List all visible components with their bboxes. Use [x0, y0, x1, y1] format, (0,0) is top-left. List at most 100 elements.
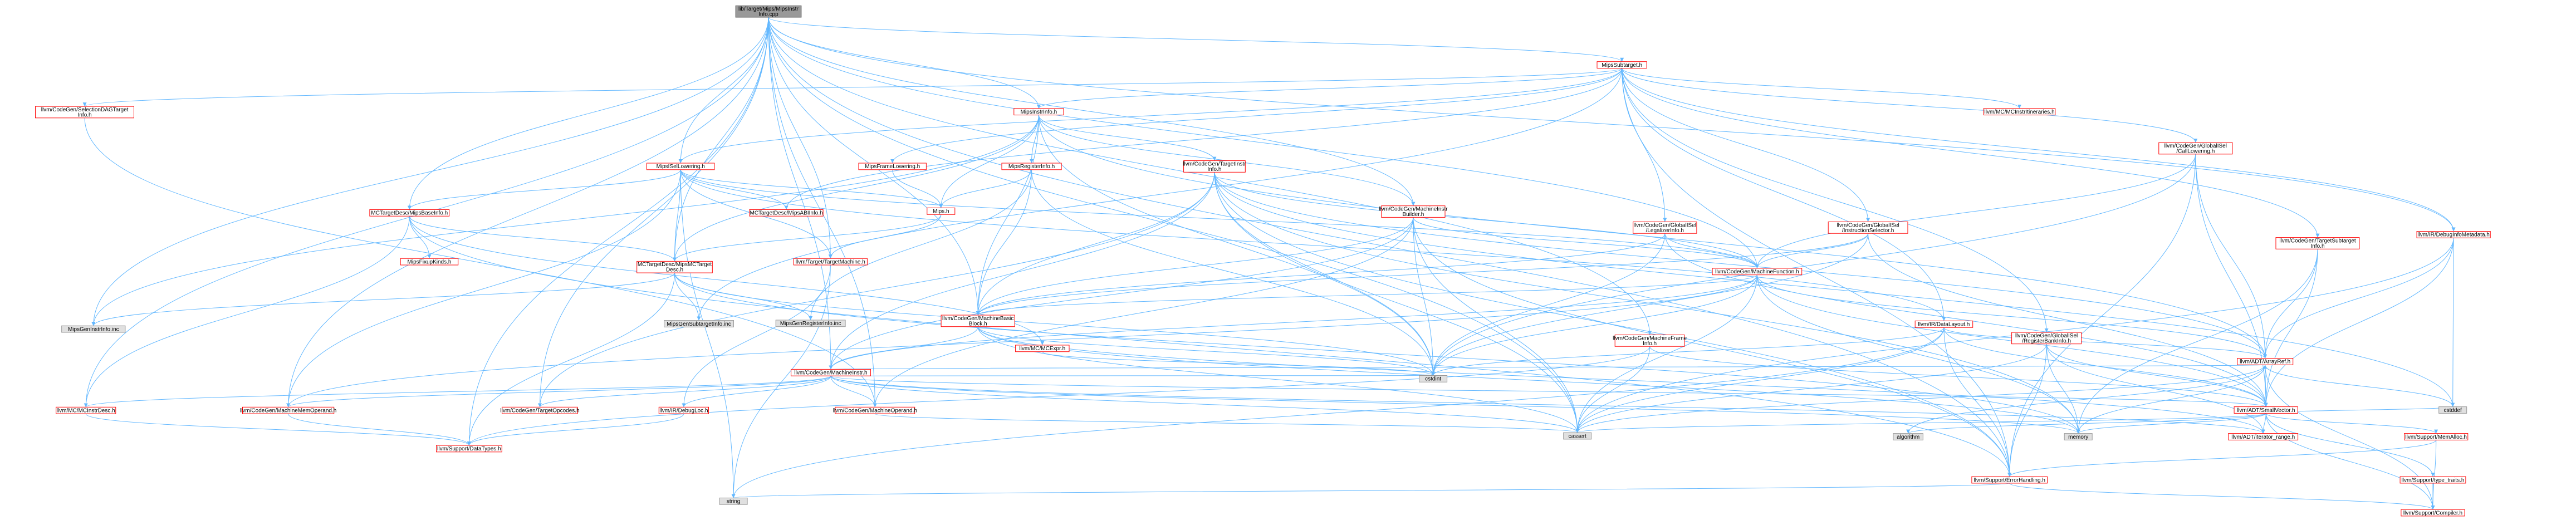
- node-mipsbaseinfo[interactable]: MCTargetDesc/MipsBaseInfo.h: [369, 209, 450, 217]
- edge-smallvector-to-iterrange: [2261, 413, 2266, 434]
- node-regbankinfo[interactable]: llvm/CodeGen/GlobalISel/RegisterBankInfo…: [2011, 332, 2082, 345]
- node-opcodes[interactable]: llvm/CodeGen/TargetOpcodes.h: [500, 406, 580, 414]
- node-string[interactable]: string: [719, 497, 748, 505]
- edge-targetmachine-to-string: [731, 264, 831, 498]
- edge-targetinstrinfo-to-machineinstr: [829, 172, 1215, 370]
- node-memory[interactable]: memory: [2064, 433, 2093, 440]
- node-root-label: lib/Target/Mips/MipsInstr: [738, 6, 799, 12]
- edge-subtarget-to-legalizerinfo: [1622, 68, 1667, 222]
- node-mcinstrdesc[interactable]: llvm/MC/MCInstrDesc.h: [56, 406, 116, 414]
- node-debugloc[interactable]: llvm/IR/DebugLoc.h: [658, 406, 709, 414]
- edge-regbankinfo-to-memory: [2046, 343, 2080, 434]
- node-genregisterinfo[interactable]: MipsGenRegisterInfo.inc: [775, 320, 846, 327]
- node-mipsbaseinfo-label: MCTargetDesc/MipsBaseInfo.h: [371, 210, 448, 217]
- node-instrselector-box: [1828, 222, 1908, 234]
- node-genreginfo-box: [61, 325, 126, 333]
- node-memory-label: memory: [2068, 434, 2088, 440]
- node-cassert-label: cassert: [1569, 433, 1586, 439]
- node-moperand[interactable]: llvm/CodeGen/MachineOperand.h: [833, 406, 917, 414]
- node-mipsh-box: [927, 207, 956, 215]
- node-callowering[interactable]: llvm/CodeGen/GlobalISel/CallLowering.h: [2158, 142, 2233, 155]
- edge-mcdesc-to-cstdint: [674, 272, 1435, 376]
- node-genreginfo[interactable]: MipsGenInstrInfo.inc: [61, 325, 126, 333]
- edge-mibuilder-to-moperand: [873, 217, 1414, 408]
- node-legalizerinfo[interactable]: llvm/CodeGen/GlobalISel/LegalizerInfo.h: [1633, 222, 1697, 234]
- node-errorhandling[interactable]: llvm/Support/ErrorHandling.h: [1971, 476, 2048, 484]
- node-mmo[interactable]: llvm/CodeGen/MachineMemOperand.h: [240, 406, 336, 414]
- node-fixupkinds[interactable]: MipsFixupKinds.h: [400, 258, 459, 266]
- edge-root-to-isellowering: [678, 17, 769, 164]
- node-mcinstrit-box: [1983, 108, 2056, 116]
- node-opcodes-label: llvm/CodeGen/TargetOpcodes.h: [500, 408, 579, 414]
- node-compiler-box: [2401, 509, 2465, 517]
- node-machinefunction[interactable]: llvm/CodeGen/MachineFunction.h: [1712, 268, 1803, 276]
- edge-legalizerinfo-to-cstdint: [1431, 233, 1666, 376]
- node-mcinstrdesc-box: [56, 406, 116, 414]
- node-mcdesc-label: Desc.h: [666, 267, 683, 273]
- edge-mframeinfo-to-datatypes: [467, 346, 1651, 446]
- node-instrinfo[interactable]: MipsInstrInfo.h: [1013, 108, 1064, 116]
- node-memalloc[interactable]: llvm/Support/MemAlloc.h: [2404, 433, 2469, 440]
- node-moperand-label: llvm/CodeGen/MachineOperand.h: [833, 408, 917, 414]
- node-gensubinfo[interactable]: MipsGenSubtargetInfo.inc: [664, 320, 734, 327]
- edge-isellowering-to-datalayout: [680, 169, 1946, 321]
- node-framelowering-label: MipsFrameLowering.h: [865, 164, 920, 170]
- node-algorithm[interactable]: algorithm: [1893, 433, 1923, 440]
- node-mmo-box: [242, 406, 335, 414]
- edge-isellowering-to-mcdesc: [673, 169, 681, 262]
- node-mcinstrit-label: llvm/MC/MCInstrItineraries.h: [1985, 109, 2055, 115]
- node-root-label: Info.cpp: [758, 12, 778, 18]
- node-instrselector[interactable]: llvm/CodeGen/GlobalISel/InstructionSelec…: [1828, 222, 1908, 234]
- edge-errorhandling-to-compiler: [2009, 483, 2435, 510]
- node-mcexpr[interactable]: llvm/MC/MCExpr.h: [1015, 345, 1070, 352]
- node-iterrange-label: llvm/ADT/iterator_range.h: [2231, 434, 2295, 440]
- node-arrayref[interactable]: llvm/ADT/ArrayRef.h: [2237, 358, 2294, 365]
- node-framelowering-box: [858, 163, 927, 170]
- edge-targetinstrinfo-to-cassert: [1214, 172, 1580, 433]
- node-targetmachine[interactable]: llvm/Target/TargetMachine.h: [793, 258, 868, 266]
- node-framelowering[interactable]: MipsFrameLowering.h: [858, 163, 927, 170]
- node-opcodes-box: [502, 406, 578, 414]
- edge-reginfo-to-mbb: [976, 169, 1032, 316]
- edge-machineinstr-to-mcinstrdesc: [84, 375, 831, 408]
- node-regbankinfo-box: [2011, 332, 2082, 345]
- node-iterrange[interactable]: llvm/ADT/iterator_range.h: [2228, 433, 2299, 440]
- node-typetraits[interactable]: llvm/Support/type_traits.h: [2399, 476, 2466, 484]
- node-mcinstrit[interactable]: llvm/MC/MCInstrItineraries.h: [1983, 108, 2056, 116]
- node-smallvector[interactable]: llvm/ADT/SmallVector.h: [2234, 406, 2298, 414]
- node-datatypes[interactable]: llvm/Support/DataTypes.h: [436, 445, 502, 453]
- node-regbankinfo-label: /RegisterBankInfo.h: [2022, 338, 2071, 344]
- node-debuginfometa[interactable]: llvm/IR/DebugInfoMetadata.h: [2416, 231, 2491, 238]
- node-compiler[interactable]: llvm/Support/Compiler.h: [2401, 509, 2465, 517]
- node-isellowering[interactable]: MipsISelLowering.h: [647, 163, 715, 170]
- edge-mbb-to-machineinstr: [829, 326, 978, 370]
- node-mcdesc-box: [636, 261, 713, 273]
- edge-root-to-machineinstr: [768, 17, 833, 370]
- node-reginfo[interactable]: MipsRegisterInfo.h: [1001, 163, 1062, 170]
- node-root[interactable]: lib/Target/Mips/MipsInstrInfo.cpp: [735, 5, 802, 18]
- node-cstddef[interactable]: cstddef: [2438, 406, 2467, 414]
- edge-subtarget-to-datalayout: [1622, 68, 1946, 321]
- node-abiinfo[interactable]: MCTargetDesc/MipsABIInfo.h: [749, 209, 824, 217]
- node-subtarget[interactable]: MipsSubtarget.h: [1596, 61, 1647, 68]
- node-datalayout[interactable]: llvm/IR/DataLayout.h: [1914, 320, 1973, 328]
- node-mbb-box: [941, 315, 1015, 327]
- node-cstdint[interactable]: cstdint: [1419, 375, 1448, 382]
- node-mipsh[interactable]: Mips.h: [927, 207, 956, 215]
- node-machineinstr[interactable]: llvm/CodeGen/MachineInstr.h: [791, 369, 871, 376]
- edge-subtarget-to-abiinfo: [784, 68, 1623, 210]
- edge-regbankinfo-to-cassert: [1575, 343, 2047, 433]
- node-targetsubtarget-label: llvm/CodeGen/TargetSubtarget: [2279, 238, 2356, 244]
- edge-legalizerinfo-to-mbb: [976, 233, 1666, 316]
- edge-machineinstr-to-mmo: [286, 375, 831, 408]
- node-errorhandling-label: llvm/Support/ErrorHandling.h: [1974, 477, 2045, 483]
- node-cassert[interactable]: cassert: [1563, 432, 1592, 440]
- node-mframeinfo-box: [1614, 335, 1685, 347]
